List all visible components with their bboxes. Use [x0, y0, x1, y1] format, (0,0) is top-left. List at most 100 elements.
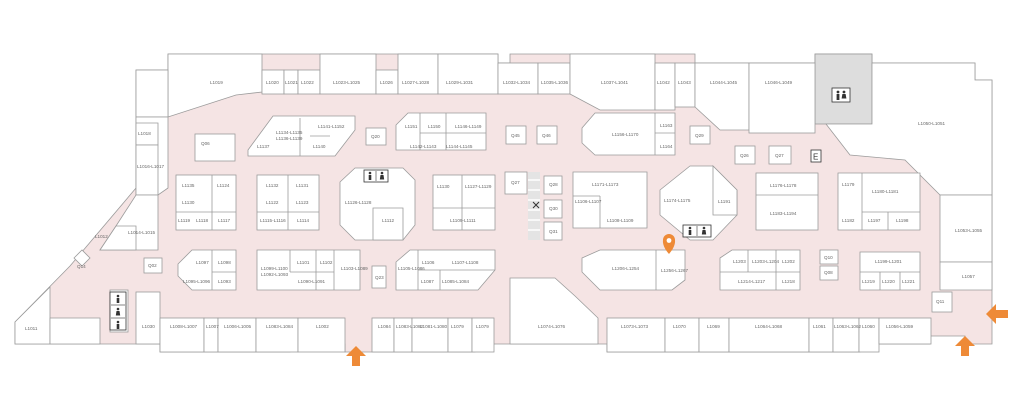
unit-label: L1061	[813, 324, 826, 329]
unit-label: L1179	[842, 182, 855, 187]
unit-label: L1220	[882, 279, 895, 284]
unit-label: L1060	[862, 324, 875, 329]
unit-label: L1011	[25, 326, 38, 331]
amenity-icons: E	[109, 87, 851, 331]
unit-label: L1044-L1045	[710, 80, 738, 85]
restroom-icon	[109, 291, 127, 331]
unit-label: L1119	[178, 218, 191, 223]
unit-label: L1130	[182, 200, 195, 205]
unit-labels: L1019 L1020 L1021 L1022 L1023-L1025 L102…	[25, 80, 983, 331]
restroom-icon	[363, 169, 389, 183]
unit-label: L1022	[301, 80, 314, 85]
unit-label: L1183-L1194	[770, 211, 797, 216]
unit-label: L1156-L1170	[612, 132, 639, 137]
kiosk-label: Q30	[549, 206, 558, 211]
unit-label: L1214-L1217	[738, 279, 766, 284]
kiosk-labels: Q06 Q20 Q45 Q46 Q29 Q26 Q27 Q27 Q28 Q30 …	[77, 133, 945, 304]
unit-label: L1136-L1139	[276, 136, 303, 141]
unit-label: L1191	[718, 199, 731, 204]
unit-label: L1018	[138, 131, 151, 136]
unit-label: L1095-L1096	[183, 279, 211, 284]
unit-label: L1103-L1089	[341, 266, 368, 271]
unit-label: L1122	[266, 200, 279, 205]
unit-label: L1134-L1135	[276, 130, 303, 135]
unit-label: L1057	[962, 274, 975, 279]
unit-label: L1117	[218, 218, 231, 223]
unit-label: L1069	[707, 324, 720, 329]
kiosk-label: Q02	[148, 263, 157, 268]
unit-label: L1102	[320, 260, 333, 265]
unit-label: L1142-L1143	[410, 144, 437, 149]
unit-label: L1008-L1007	[170, 324, 198, 329]
unit-label: L1218	[782, 279, 795, 284]
unit-label: L1043	[678, 80, 691, 85]
unit-label: L1050-L1051	[918, 121, 946, 126]
unit-label: L1099-L1100	[261, 266, 288, 271]
unit-label: L1021	[285, 80, 298, 85]
unit-label: L1027-L1028	[402, 80, 430, 85]
unit-label: L1014-L1015	[128, 230, 156, 235]
unit-label: L1114	[297, 218, 310, 223]
entrance-arrows	[346, 304, 1008, 366]
unit-label: L1081-L1080	[420, 324, 448, 329]
kiosk-label: Q11	[936, 299, 945, 304]
unit-label: L1012	[95, 234, 108, 239]
unit-label: L1035-L1036	[541, 80, 569, 85]
unit-label: L1079	[451, 324, 464, 329]
unit-label: L1131	[296, 183, 309, 188]
unit-label: L1093	[218, 279, 231, 284]
unit-label: L1256-L1267	[661, 268, 689, 273]
unit-label: L1176-L1178	[770, 183, 797, 188]
unit-label: L1092-L1093	[261, 272, 289, 277]
unit-label: L1140	[313, 144, 326, 149]
unit-label: L1219	[862, 279, 875, 284]
entrance-arrow-icon	[346, 346, 366, 366]
unit-label: L1151	[405, 124, 418, 129]
svg-text:E: E	[813, 153, 818, 162]
unit-label: L1085-L1084	[442, 279, 470, 284]
unit-label: L1199-L1201	[875, 259, 902, 264]
unit-label: L1108-L1109	[607, 218, 634, 223]
unit-label: L1106-L1107	[575, 199, 602, 204]
location-pin-icon[interactable]	[662, 229, 676, 254]
unit-label: L1064-L1068	[755, 324, 783, 329]
unit-label: L1106	[422, 260, 435, 265]
unit-label: L1124	[217, 183, 230, 188]
unit-label: L1070	[673, 324, 686, 329]
unit-label: L1171-L1173	[592, 182, 619, 187]
island-units	[175, 112, 921, 291]
unit-label: L1144-L1145	[446, 144, 473, 149]
unit-label: L1203-L1204	[752, 259, 780, 264]
unit-label: L1174-L1175	[664, 198, 691, 203]
kiosk-label: Q26	[740, 153, 749, 158]
unit-label: L1032-L1034	[503, 80, 531, 85]
kiosk-label: Q31	[549, 229, 558, 234]
escalator	[528, 172, 540, 240]
kiosk-label: Q27	[511, 180, 520, 185]
unit-label: L1083-L1084	[266, 324, 294, 329]
kiosk-label: Q14	[77, 264, 86, 269]
unit-label: L1020	[266, 80, 279, 85]
unit-label: L1029-L1031	[446, 80, 474, 85]
bottom-units	[135, 194, 993, 353]
unit-label: L1137	[257, 144, 270, 149]
unit-label: L1030	[142, 324, 155, 329]
unit-label: L1087	[421, 279, 434, 284]
unit-label: L1141-L1152	[318, 124, 345, 129]
unit-label: L1098	[218, 260, 231, 265]
restroom-icon	[682, 224, 712, 238]
unit-label: L1130	[437, 184, 450, 189]
unit-label: L1083-L1082	[396, 324, 424, 329]
unit-label: L1164	[660, 144, 673, 149]
unit-label: L1112	[382, 218, 395, 223]
restroom-icon	[831, 87, 851, 103]
unit-label: L1197	[868, 218, 881, 223]
escalator-icon	[532, 201, 540, 209]
unit-label: L1105-L1086	[398, 266, 425, 271]
unit-label: L1002	[316, 324, 329, 329]
kiosk-label: Q10	[824, 255, 833, 260]
kiosk-label: Q28	[549, 182, 558, 187]
unit-label: L1090-L1091	[298, 279, 326, 284]
